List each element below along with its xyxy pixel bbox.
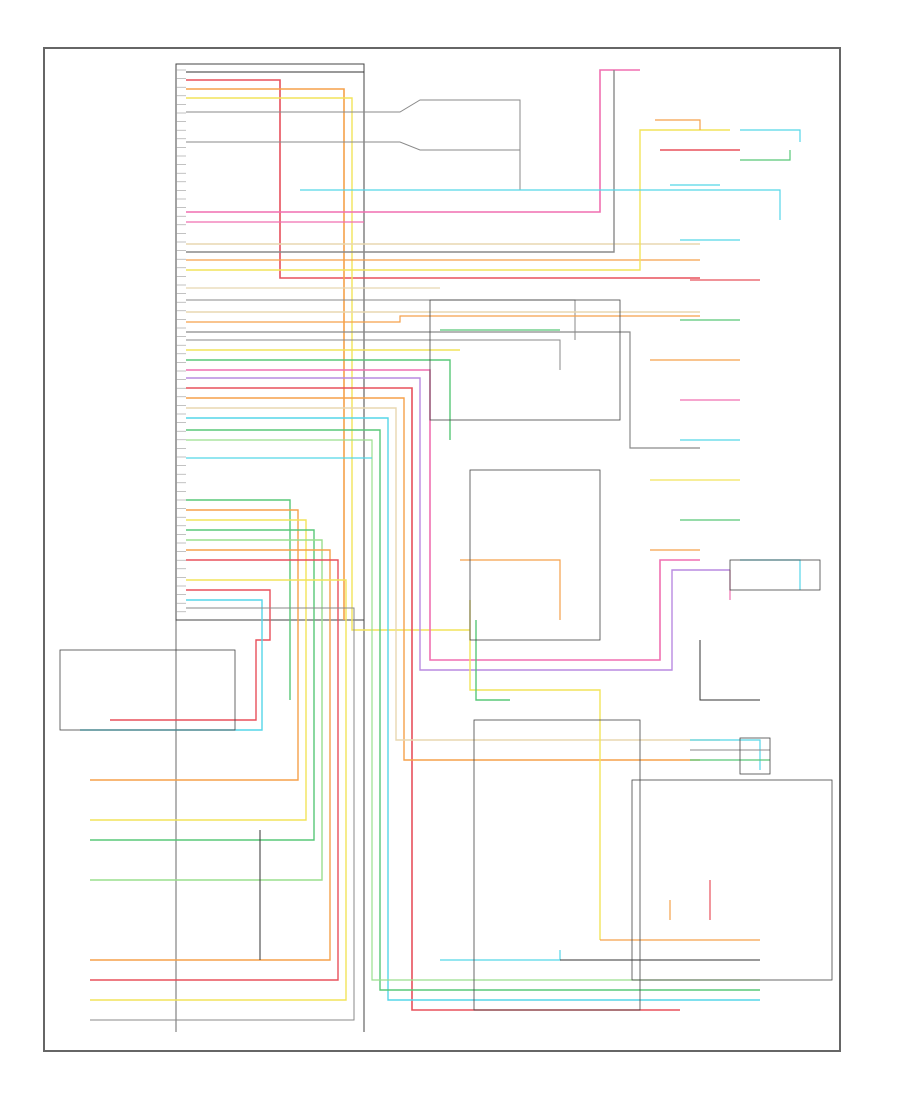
wire xyxy=(186,88,345,620)
wire xyxy=(90,539,323,881)
relay-box xyxy=(739,737,771,775)
wire xyxy=(186,429,760,991)
wire xyxy=(186,407,720,741)
wire xyxy=(690,739,761,770)
wire xyxy=(186,331,700,449)
wire xyxy=(186,70,615,253)
wire xyxy=(110,589,271,721)
wire xyxy=(186,397,700,761)
wire xyxy=(699,640,760,701)
wire xyxy=(90,549,331,961)
wire xyxy=(740,150,791,161)
center-sub-box xyxy=(469,469,601,641)
wire xyxy=(186,439,760,981)
wire xyxy=(186,299,576,340)
wire xyxy=(90,519,307,821)
wire xyxy=(186,69,640,213)
right-switch-box xyxy=(631,779,833,981)
wire xyxy=(90,579,347,1001)
wire xyxy=(186,79,700,279)
wire xyxy=(186,339,561,370)
wire xyxy=(186,129,730,271)
wire xyxy=(440,950,561,961)
control-module-outline xyxy=(175,63,365,621)
wire xyxy=(90,607,355,1021)
module-pin-rows xyxy=(176,69,186,613)
wire xyxy=(740,559,801,590)
wire xyxy=(186,369,700,661)
wire xyxy=(186,141,520,151)
wire xyxy=(90,529,315,841)
wire xyxy=(186,499,291,700)
wire xyxy=(655,119,701,130)
wire xyxy=(460,559,561,620)
wire xyxy=(186,315,700,323)
wire xyxy=(300,189,781,220)
component-boxes xyxy=(59,299,833,1011)
wire xyxy=(740,129,801,142)
wire xyxy=(475,620,510,701)
wire-harness xyxy=(80,69,801,1021)
wire xyxy=(90,559,339,981)
diagram-frame xyxy=(43,47,841,1052)
wire xyxy=(186,359,451,440)
wire xyxy=(186,97,470,631)
wire xyxy=(90,509,299,781)
center-module-box xyxy=(429,299,621,421)
right-connector-box xyxy=(729,559,821,591)
wire xyxy=(186,377,730,671)
lower-module-box xyxy=(473,719,641,1011)
left-switch-box xyxy=(59,649,236,731)
wire xyxy=(186,417,760,1001)
wire xyxy=(186,99,521,190)
wire xyxy=(469,600,601,940)
